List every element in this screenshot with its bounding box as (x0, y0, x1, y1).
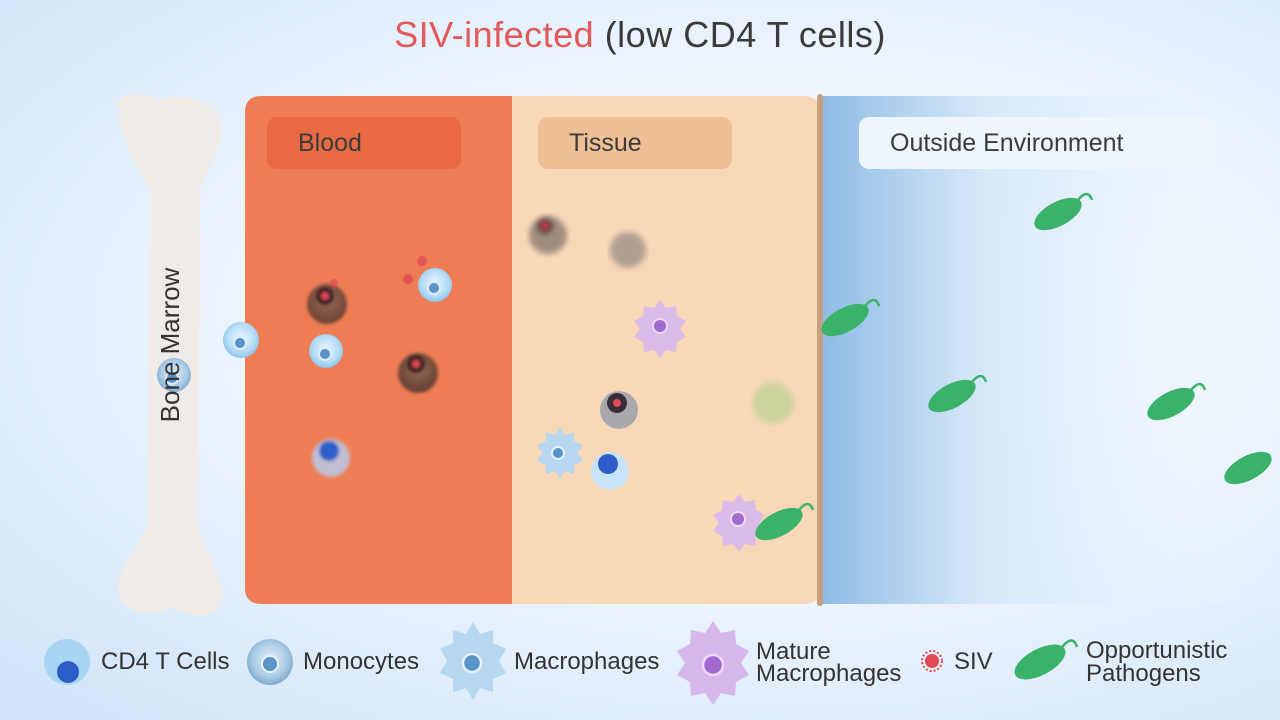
monocyte-nucleus (165, 371, 179, 385)
legend-macrophage-icon (440, 622, 506, 700)
blood-label: Blood (267, 117, 461, 169)
cd4-nucleus (427, 281, 441, 295)
legend-cd4-icon (44, 639, 90, 685)
infected-cell (307, 284, 347, 324)
infected-cell (398, 353, 438, 393)
pathogen (1224, 451, 1272, 485)
pathogen (1147, 382, 1207, 421)
bone-marrow-shape (118, 93, 223, 616)
outside-environment-label: Outside Environment (859, 117, 1216, 169)
macrophage (537, 427, 583, 479)
siv-virion (330, 279, 338, 287)
legend-pathogen-icon (1014, 639, 1079, 680)
legend-pathogens-label-2: Pathogens (1086, 660, 1201, 687)
legend: CD4 T Cells Monocytes Macrophages Mature… (0, 615, 1280, 715)
mature-macrophage (713, 494, 765, 552)
infected-cell (600, 391, 638, 429)
tissue-membrane (817, 94, 823, 606)
title-rest: (low CD4 T cells) (594, 14, 886, 55)
legend-siv-icon (921, 650, 943, 672)
diagram-title: SIV-infected (low CD4 T cells) (0, 14, 1280, 56)
siv-virion (417, 256, 427, 266)
siv-virion (403, 274, 413, 284)
legend-macrophages-label: Macrophages (514, 648, 660, 675)
cd4-nucleus (318, 347, 332, 361)
outside-environment-zone (820, 96, 1280, 604)
dying-cell (610, 232, 646, 268)
pathogen (755, 502, 815, 541)
legend-cd4-label: CD4 T Cells (101, 648, 230, 675)
bone-marrow-label: Bone Marrow (155, 267, 185, 423)
legend-monocytes-label: Monocytes (303, 648, 420, 675)
blood-zone (245, 96, 512, 604)
infected-cell (529, 216, 567, 254)
legend-siv-label: SIV (954, 648, 993, 675)
cd4-nucleus (233, 336, 247, 350)
pathogen (1034, 192, 1094, 231)
legend-mature-label-2: Macrophages (756, 660, 902, 687)
pathogen (821, 298, 881, 337)
cd4-t-cell (591, 452, 629, 490)
tissue-label: Tissue (538, 117, 732, 169)
mature-macrophage (634, 300, 686, 358)
legend-mature-macrophage-icon (677, 621, 749, 705)
pathogen (928, 374, 988, 413)
legend-mature-label-1: Mature (756, 638, 831, 665)
legend-pathogens-label-1: Opportunistic (1086, 637, 1228, 664)
legend-monocyte-icon (247, 639, 293, 685)
cd4-t-cell (312, 439, 350, 477)
title-accent: SIV-infected (394, 14, 595, 55)
dying-macrophage (752, 382, 794, 424)
